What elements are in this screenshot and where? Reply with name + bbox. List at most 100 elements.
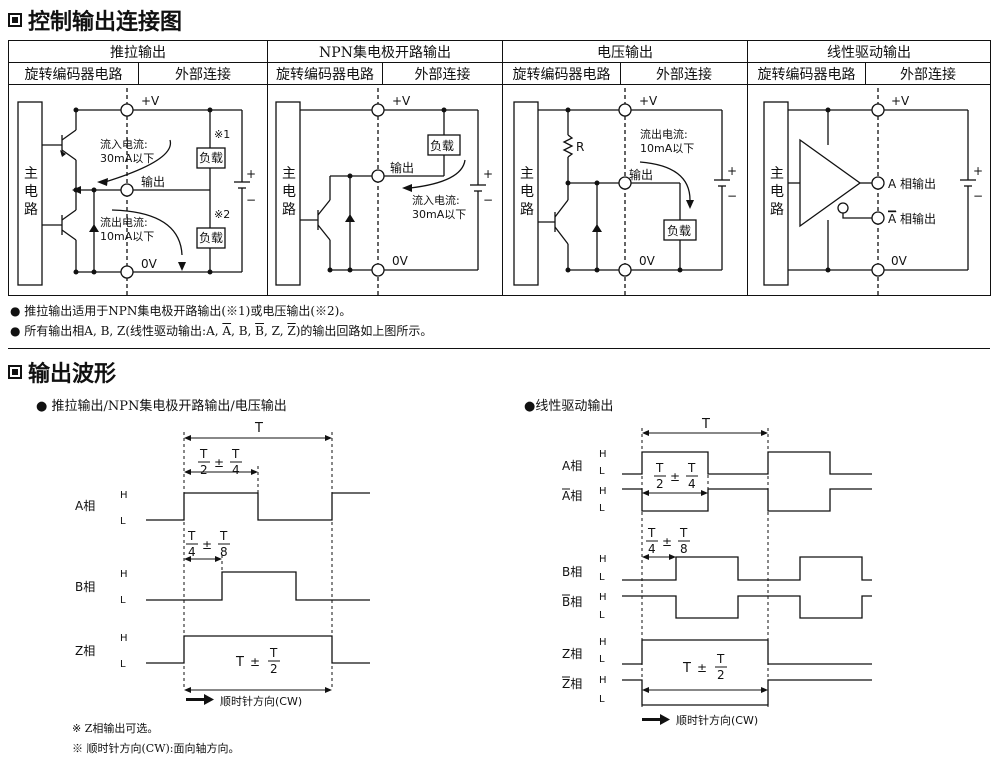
label-pm: ± (202, 538, 212, 552)
level-l: L (599, 694, 605, 705)
label-sink-current: 流入电流: (100, 137, 148, 151)
level-h: H (599, 637, 607, 648)
label-minus: − (246, 193, 256, 207)
note-text: )的输出回路如上图所示。 (295, 324, 433, 338)
label-source-limit: 10mA以下 (640, 142, 694, 155)
label-period: T (235, 655, 244, 670)
level-h: H (599, 675, 607, 686)
level-l: L (599, 466, 605, 477)
level-l: L (599, 572, 605, 583)
subheader-external: 外部连接 (381, 62, 504, 85)
label-pm: ± (250, 655, 260, 669)
terminal-icon (120, 103, 134, 117)
frac-den: 4 (188, 545, 196, 559)
label-plus: + (483, 167, 493, 181)
level-h: H (599, 554, 607, 565)
label-main: 电 (770, 184, 784, 200)
terminal-icon (120, 265, 134, 279)
frac-den: 2 (270, 662, 278, 676)
level-h: H (599, 486, 607, 497)
level-l: L (120, 595, 126, 606)
wave-right-title: ●线性驱动输出 (524, 399, 614, 414)
frac-den: 4 (648, 542, 656, 556)
connection-table: 推拉输出 NPN集电极开路输出 电压输出 线性驱动输出 旋转编码器电路 外部连接… (8, 40, 992, 296)
terminal-icon (371, 103, 385, 117)
label-plus-v: +V (392, 94, 411, 108)
main-circuit-block (17, 101, 43, 286)
note-a-bar: A (222, 324, 232, 338)
note-b-bar: B (255, 324, 264, 338)
frac-num: T (655, 461, 664, 475)
arrow-icon (97, 178, 108, 186)
section-title-connection: 控制输出连接图 (8, 4, 182, 36)
terminal-icon (871, 176, 885, 190)
diode-icon (592, 224, 602, 232)
frac-den: 2 (717, 668, 725, 682)
label-main: 路 (282, 202, 296, 218)
level-h: H (599, 592, 607, 603)
label-output: 输出 (390, 160, 414, 175)
phase-label-a: A相 (75, 499, 95, 513)
label-plus-v: +V (891, 94, 910, 108)
frac-den: 8 (680, 542, 688, 556)
label-period: T (701, 417, 710, 432)
label-plus: + (246, 167, 256, 181)
cw-arrow-icon (186, 698, 204, 701)
label-minus: − (973, 189, 983, 203)
label-main: 路 (520, 202, 534, 218)
label-plus: + (973, 164, 983, 178)
frac-num: T (199, 447, 208, 461)
terminal-icon (871, 263, 885, 277)
label-a-output: A 相输出 (888, 176, 936, 191)
phase-label-z-bar: Z相 (562, 677, 582, 691)
circuit-cell-npn (266, 84, 504, 296)
label-output: 输出 (141, 174, 165, 189)
level-h: H (120, 569, 128, 580)
label-zero-v: 0V (392, 254, 409, 268)
wave-left-title: ● 推拉输出/NPN集电极开路输出/电压输出 (36, 399, 287, 414)
label-a-bar-output: A 相输出 (888, 211, 936, 226)
label-sink-limit: 30mA以下 (412, 208, 466, 221)
label-plus: + (727, 164, 737, 178)
arrow-icon (402, 184, 412, 192)
terminal-icon (371, 169, 385, 183)
main-circuit-block (275, 101, 301, 286)
terminal-icon (871, 103, 885, 117)
label-load: 负载 (430, 139, 454, 153)
phase-label-z: Z相 (562, 647, 582, 661)
note-line-2: ● 所有输出相A, B, Z(线性驱动输出:A, A, B, B, Z, Z)的… (10, 322, 432, 339)
label-direction: 顺时针方向(CW) (676, 713, 758, 727)
phase-label-b: B相 (562, 565, 582, 579)
label-pm: ± (670, 470, 680, 484)
label-main: 主 (770, 166, 784, 182)
level-h: H (120, 490, 128, 501)
label-pm: ± (214, 456, 224, 470)
square-bullet-icon (8, 13, 22, 27)
label-pm: ± (662, 535, 672, 549)
frac-den: 2 (656, 477, 664, 491)
label-plus-v: +V (639, 94, 658, 108)
note-text: ● 所有输出相A, B, Z(线性驱动输出:A, (10, 324, 223, 338)
column-header-line-driver: 线性驱动输出 (747, 40, 992, 63)
label-resistor: R (576, 140, 584, 154)
phase-label-z: Z相 (75, 644, 95, 658)
frac-den: 4 (232, 463, 240, 477)
level-h: H (120, 633, 128, 644)
subheader-encoder-circuit: 旋转编码器电路 (8, 62, 139, 85)
label-zero-v: 0V (141, 257, 158, 271)
label-main: 电 (282, 184, 296, 200)
label-source-current: 流出电流: (640, 127, 688, 141)
label-main: 主 (520, 166, 534, 182)
label-a-bar-prefix: A (888, 212, 897, 226)
frac-num: T (269, 646, 278, 660)
arrow-icon (686, 200, 694, 209)
terminal-icon (371, 263, 385, 277)
phase-label-b: B相 (75, 580, 95, 594)
emitter-arrow-icon (60, 150, 66, 157)
label-plus-v: +V (141, 94, 160, 108)
label-minus: − (727, 189, 737, 203)
level-l: L (120, 516, 126, 527)
arrow-icon (178, 262, 186, 271)
terminal-icon (871, 211, 885, 225)
